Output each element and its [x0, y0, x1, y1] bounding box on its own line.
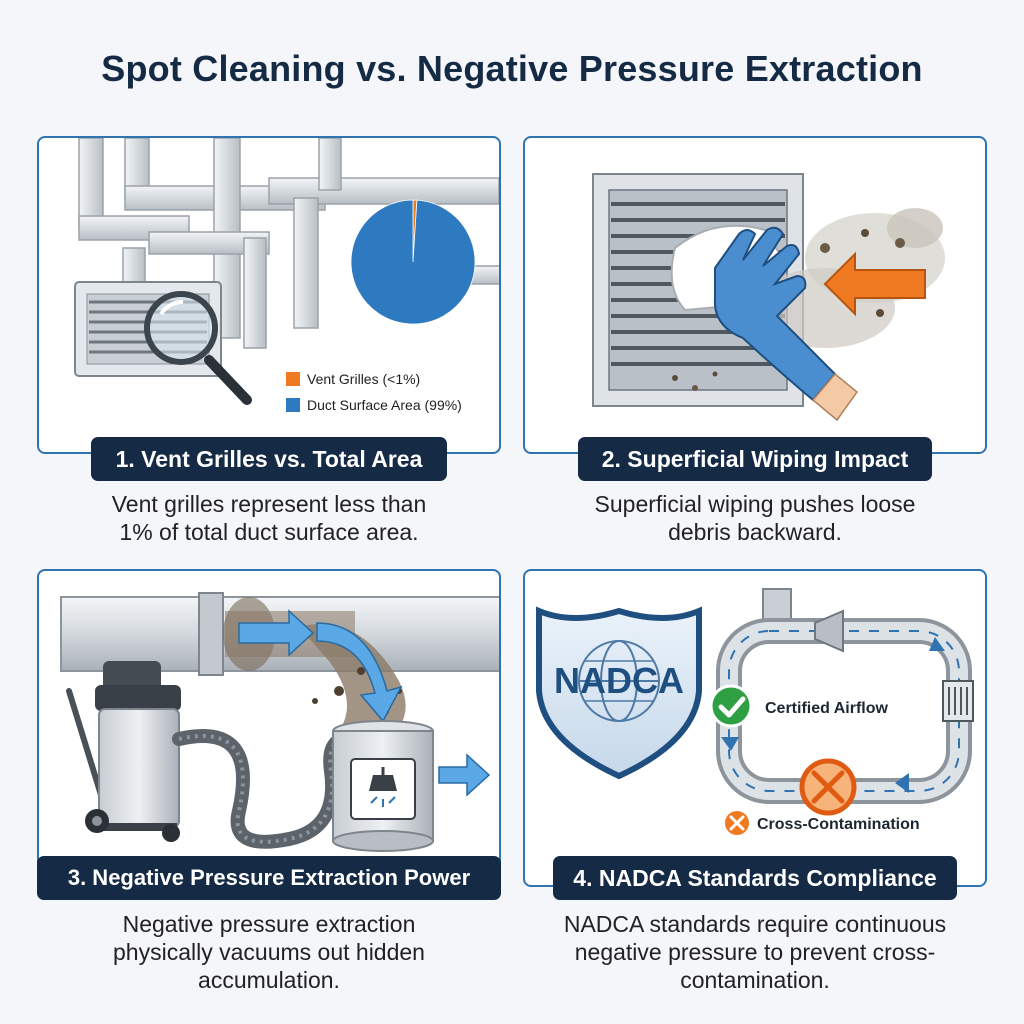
pie-slice-1: [350, 199, 476, 325]
panel-4-label: 4. NADCA Standards Compliance: [553, 856, 957, 900]
arrow-left-icon: [823, 251, 926, 317]
panel-nadca-compliance: NADCA Certified Airflow: [523, 569, 987, 887]
collection-unit-icon: [332, 720, 434, 852]
wiping-illustration: [592, 173, 945, 422]
exhaust-arrow-icon: [438, 753, 491, 797]
flow-arrow-right-icon: [238, 609, 315, 657]
panel-1-label: 1. Vent Grilles vs. Total Area: [91, 437, 447, 481]
legend-label-vent-grilles: Vent Grilles (<1%): [307, 371, 420, 387]
nadca-shield-logo: NADCA: [536, 606, 702, 780]
nadca-illustration: NADCA Certified Airflow: [536, 588, 974, 835]
panel-wiping-impact: [523, 136, 987, 454]
nadca-logo-text: NADCA: [554, 660, 684, 701]
panel-1-description: Vent grilles represent less than 1% of t…: [111, 491, 427, 545]
blocked-valve-icon: [799, 758, 857, 816]
page-title: Spot Cleaning vs. Negative Pressure Extr…: [101, 48, 923, 89]
panel-vent-grilles: Vent Grilles (<1%) Duct Surface Area (99…: [37, 136, 501, 454]
pie-legend: Vent Grilles (<1%) Duct Surface Area (99…: [286, 371, 462, 413]
x-circle-icon: [725, 811, 749, 835]
shop-vacuum-icon: [66, 661, 181, 842]
panel-2-label: 2. Superficial Wiping Impact: [578, 437, 932, 481]
panel-2-description: Superficial wiping pushes loose debris b…: [594, 491, 916, 545]
certified-airflow-label: Certified Airflow: [765, 700, 889, 717]
panel-3-label: 3. Negative Pressure Extraction Power: [37, 856, 501, 900]
legend-swatch-vent-grilles: [286, 372, 300, 386]
gloved-hand-icon: [670, 224, 859, 422]
panel-4-description: NADCA standards require continuous negat…: [563, 911, 947, 993]
panel-extraction-power: [37, 569, 501, 887]
panel-3-description: Negative pressure extraction physically …: [113, 911, 425, 993]
pie-chart: [350, 199, 476, 325]
vacuum-hose: [172, 729, 350, 849]
check-circle-icon: [709, 684, 753, 728]
airflow-loop-diagram: [716, 588, 974, 804]
extraction-illustration: [60, 592, 499, 852]
legend-swatch-duct-surface: [286, 398, 300, 412]
legend-label-duct-surface: Duct Surface Area (99%): [307, 397, 462, 413]
cross-contamination-label: Cross-Contamination: [757, 816, 920, 833]
magnifying-glass-icon: [144, 291, 252, 405]
ductwork-illustration: Vent Grilles (<1%) Duct Surface Area (99…: [74, 138, 499, 413]
